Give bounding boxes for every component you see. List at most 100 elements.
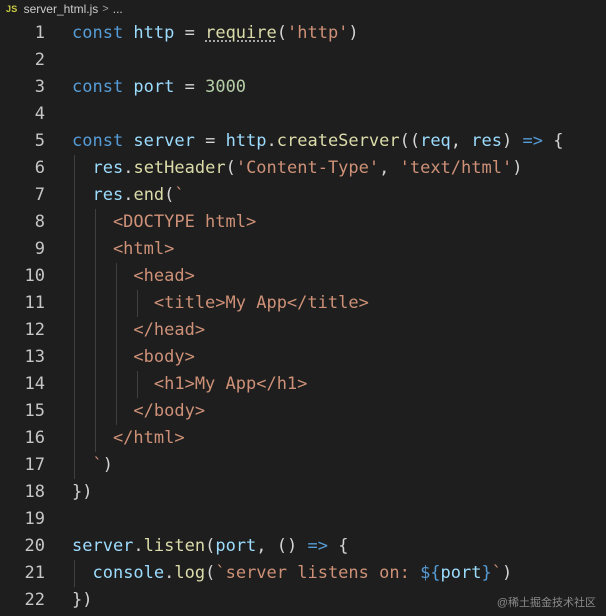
code-token: `	[491, 563, 502, 583]
line-number: 20	[24, 536, 45, 556]
code-line[interactable]: 8 <DOCTYPE html>	[0, 209, 606, 236]
code-text[interactable]: <title>My App</title>	[72, 290, 369, 317]
code-token: createServer	[276, 131, 400, 151]
line-number: 14	[24, 374, 45, 394]
code-token: (	[205, 563, 216, 583]
line-number: 8	[34, 212, 45, 232]
breadcrumb-file-name[interactable]: server_html.js	[23, 2, 99, 16]
code-token: const	[72, 23, 134, 43]
code-token: port	[215, 536, 257, 556]
code-token: <html>	[72, 239, 175, 259]
code-token: </head>	[72, 320, 206, 340]
code-line[interactable]: 15 </body>	[0, 398, 606, 425]
code-line[interactable]: 18})	[0, 479, 606, 506]
code-text[interactable]: const port = 3000	[72, 74, 246, 101]
code-text[interactable]: <body>	[72, 344, 195, 371]
code-line[interactable]: 20 server.listen(port, () => {	[0, 533, 606, 560]
code-text[interactable]: const server = http.createServer((req, r…	[72, 128, 563, 155]
code-line[interactable]: 4	[0, 101, 606, 128]
code-token: =>	[307, 536, 328, 556]
code-text[interactable]: server.listen(port, () => {	[72, 533, 348, 560]
code-token: port	[440, 563, 482, 583]
indent-guide	[137, 290, 138, 317]
breadcrumb-more[interactable]: ...	[112, 2, 123, 16]
code-text[interactable]: <head>	[72, 263, 194, 290]
code-line[interactable]: 14 <h1>My App</h1>	[0, 371, 606, 398]
indent-guide	[116, 263, 117, 425]
code-text[interactable]: const http = require('http')	[72, 20, 359, 47]
line-number: 15	[24, 401, 45, 421]
code-token	[72, 158, 92, 178]
code-text[interactable]: res.setHeader('Content-Type', 'text/html…	[72, 155, 522, 182]
line-number: 11	[24, 293, 45, 313]
code-token: console	[92, 563, 165, 583]
code-token: <title>My App</title>	[72, 293, 369, 313]
line-number: 4	[34, 104, 45, 124]
code-line[interactable]: 7 res.end(`	[0, 182, 606, 209]
code-token: , ()	[256, 536, 308, 556]
code-line[interactable]: 13 <body>	[0, 344, 606, 371]
code-line[interactable]: 2	[0, 47, 606, 74]
code-text[interactable]: res.end(`	[72, 182, 184, 209]
code-token: =	[174, 77, 206, 97]
code-token: const	[72, 131, 134, 151]
code-token: )	[102, 455, 113, 475]
breadcrumb: JS server_html.js > ...	[0, 0, 606, 18]
code-text[interactable]: })	[72, 587, 92, 614]
code-token: ${	[420, 563, 441, 583]
code-token: )	[502, 131, 523, 151]
code-token: <DOCTYPE html>	[72, 212, 257, 232]
code-token: http	[133, 23, 175, 43]
code-text[interactable]: </body>	[72, 398, 205, 425]
javascript-file-icon: JS	[6, 4, 18, 14]
code-token: `server listens on:	[215, 563, 421, 583]
code-token: `	[72, 455, 103, 475]
line-number: 12	[24, 320, 45, 340]
code-text[interactable]: })	[72, 479, 92, 506]
code-token: ,	[379, 158, 400, 178]
code-text[interactable]: <h1>My App</h1>	[72, 371, 308, 398]
line-number: 19	[24, 509, 45, 529]
code-token	[72, 563, 92, 583]
code-line[interactable]: 17 `)	[0, 452, 606, 479]
code-token: ,	[450, 131, 472, 151]
code-token: {	[327, 536, 349, 556]
code-token: (	[205, 536, 216, 556]
code-token: log	[174, 563, 206, 583]
code-text[interactable]: </html>	[72, 425, 185, 452]
code-token: setHeader	[133, 158, 226, 178]
code-text[interactable]: </head>	[72, 317, 205, 344]
code-token: })	[72, 590, 93, 610]
code-line[interactable]: 19	[0, 506, 606, 533]
code-line[interactable]: 12 </head>	[0, 317, 606, 344]
code-token: )	[502, 563, 513, 583]
code-line[interactable]: 9 <html>	[0, 236, 606, 263]
line-number: 9	[34, 239, 45, 259]
line-number: 18	[24, 482, 45, 502]
code-token: .	[266, 131, 277, 151]
code-token: 'Content-Type'	[235, 158, 380, 178]
code-line[interactable]: 11 <title>My App</title>	[0, 290, 606, 317]
code-line[interactable]: 16 </html>	[0, 425, 606, 452]
code-token	[72, 185, 92, 205]
code-text[interactable]: <html>	[72, 236, 174, 263]
indent-guide	[95, 209, 96, 452]
code-text[interactable]: console.log(`server listens on: ${port}`…	[72, 560, 512, 587]
code-line[interactable]: 10 <head>	[0, 263, 606, 290]
watermark: @稀土掘金技术社区	[496, 597, 596, 609]
code-token: <body>	[72, 347, 195, 367]
code-line[interactable]: 21 console.log(`server listens on: ${por…	[0, 560, 606, 587]
code-line[interactable]: 22})	[0, 587, 606, 614]
code-text[interactable]: <DOCTYPE html>	[72, 209, 256, 236]
code-line[interactable]: 6 res.setHeader('Content-Type', 'text/ht…	[0, 155, 606, 182]
code-token: })	[72, 482, 93, 502]
code-token: (	[164, 185, 175, 205]
code-token: (	[276, 23, 287, 43]
code-token: res	[471, 131, 502, 151]
code-text[interactable]: `)	[72, 452, 113, 479]
line-number: 10	[24, 266, 45, 286]
